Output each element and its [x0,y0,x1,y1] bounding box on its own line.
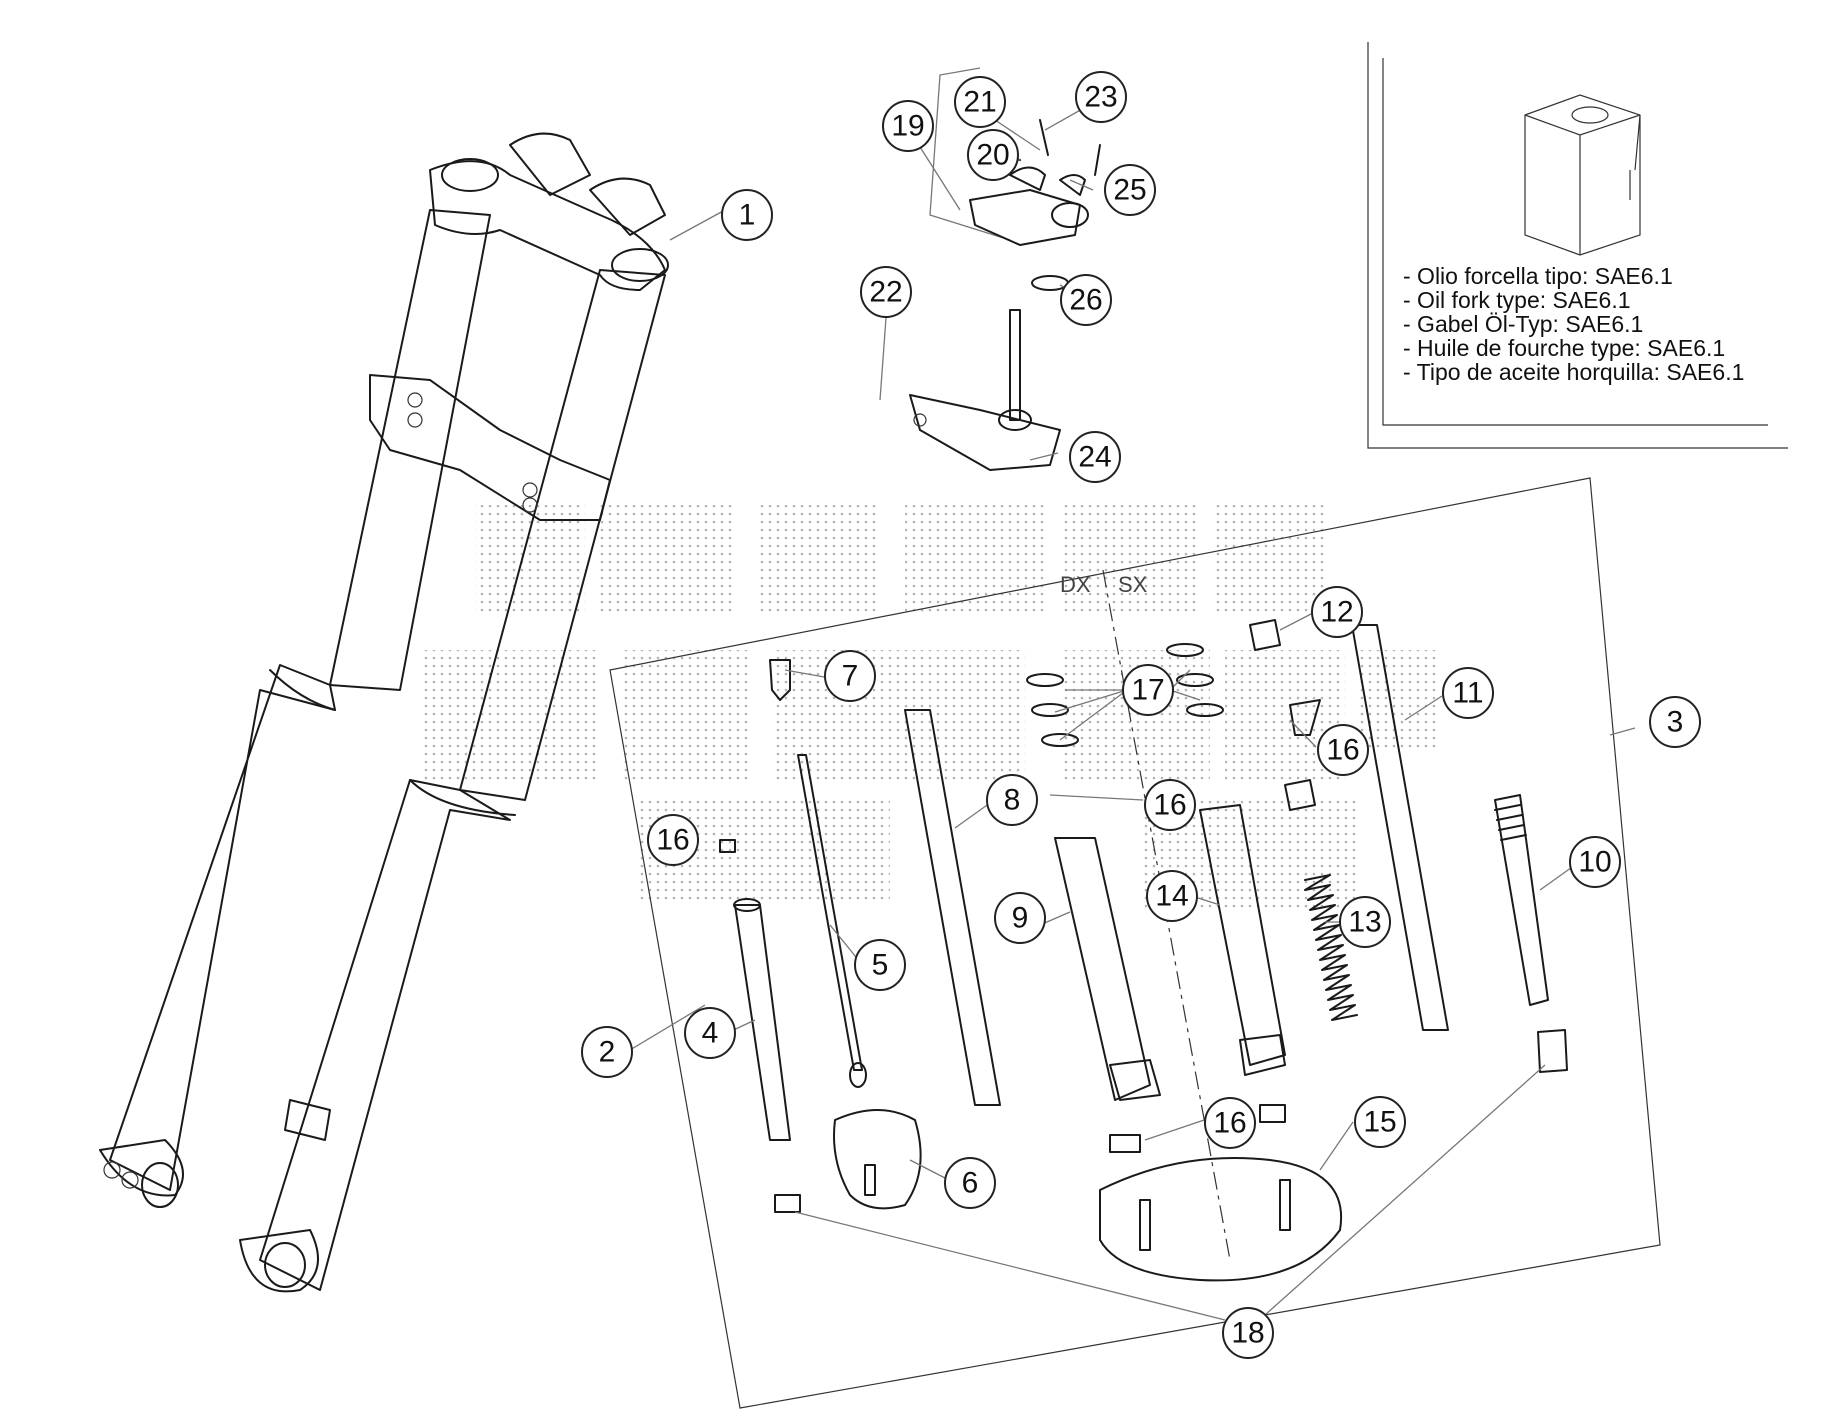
callout-21-label: 21 [963,86,996,119]
callout-3-label: 3 [1667,706,1684,739]
callout-26: 26 [1060,274,1112,326]
callout-20-label: 20 [976,139,1009,172]
callout-10-label: 10 [1578,846,1611,879]
callout-16-b-label: 16 [1153,789,1186,822]
callout-16-c-label: 16 [656,824,689,857]
callout-11: 11 [1442,667,1494,719]
callout-16-a: 16 [1317,724,1369,776]
side-label-dx: DX [1060,572,1091,597]
callout-14-label: 14 [1155,880,1188,913]
callout-7-label: 7 [842,660,859,693]
part-11-tube [1351,624,1449,1031]
callout-17: 17 [1122,664,1174,716]
part-7-cap [769,659,791,701]
callout-8-label: 8 [1004,784,1021,817]
callout-25-label: 25 [1113,174,1146,207]
callout-26-label: 26 [1069,284,1102,317]
callout-4-label: 4 [702,1017,719,1050]
callout-23-label: 23 [1084,81,1117,114]
callout-16-d-label: 16 [1213,1107,1246,1140]
side-label-sx: SX [1118,572,1148,597]
callout-12-label: 12 [1320,596,1353,629]
callout-24: 24 [1069,431,1121,483]
callout-2: 2 [581,1026,633,1078]
callout-7: 7 [824,650,876,702]
callout-16-d: 16 [1204,1097,1256,1149]
oil-note-line-1: - Olio forcella tipo: SAE6.1 [1403,263,1673,289]
part-4-tube [734,904,791,1141]
callout-1: 1 [721,189,773,241]
callout-20: 20 [967,129,1019,181]
callout-16-c: 16 [647,814,699,866]
callout-11-label: 11 [1452,677,1483,710]
part-8-tube [904,709,1001,1106]
watermark-dots [420,505,1440,910]
part-5-rod [797,754,863,1071]
oil-note-line-3: - Gabel Öl-Typ: SAE6.1 [1403,311,1643,337]
part-9-slider [1054,837,1151,1101]
right-slider [259,779,511,1291]
oil-note-box [1367,42,1788,449]
callout-18: 18 [1222,1307,1274,1359]
callout-14: 14 [1146,870,1198,922]
callout-15-label: 15 [1363,1106,1396,1139]
callout-23: 23 [1075,71,1127,123]
callout-19: 19 [882,100,934,152]
callout-4: 4 [684,1007,736,1059]
oil-note-line-4: - Huile de fourche type: SAE6.1 [1403,335,1725,361]
callout-16-a-label: 16 [1326,734,1359,767]
oil-bottle-icon [1524,94,1641,256]
callout-22-label: 22 [869,276,902,309]
callout-3: 3 [1649,696,1701,748]
callout-8: 8 [986,774,1038,826]
callout-1-label: 1 [739,199,756,232]
callout-12: 12 [1311,586,1363,638]
right-stanchion [459,269,666,801]
steering-stem-group [909,67,1101,471]
callout-15: 15 [1354,1096,1406,1148]
oil-note-line-5: - Tipo de aceite horquilla: SAE6.1 [1403,359,1744,385]
callout-13: 13 [1339,896,1391,948]
callout-2-label: 2 [599,1036,616,1069]
part-15-kit [1099,1157,1343,1282]
part-14-slider [1199,804,1286,1066]
callout-13-label: 13 [1348,906,1381,939]
fork-assembly [99,132,669,1293]
callout-5-label: 5 [872,949,889,982]
callout-18-label: 18 [1231,1317,1264,1350]
callout-6: 6 [944,1157,996,1209]
upper-triple-clamp [429,160,666,291]
callout-25: 25 [1104,164,1156,216]
lower-triple-clamp [369,374,611,521]
left-slider [109,664,336,1191]
callout-19-label: 19 [891,110,924,143]
exploded-parts [719,619,1568,1282]
part-12-nut [1249,619,1281,651]
callout-6-label: 6 [962,1167,979,1200]
leader-lines [629,107,1636,1321]
part-6-kit [833,1109,922,1210]
left-stanchion [329,209,491,691]
callout-5: 5 [854,939,906,991]
part-10-cartridge [1494,794,1549,1006]
callout-24-label: 24 [1078,441,1111,474]
callout-10: 10 [1569,836,1621,888]
part-13-spring [1304,874,1358,1021]
callout-21: 21 [954,76,1006,128]
callout-9-label: 9 [1012,902,1029,935]
oil-note-line-2: - Oil fork type: SAE6.1 [1403,287,1631,313]
callout-17-label: 17 [1131,674,1164,707]
callout-16-b: 16 [1144,779,1196,831]
callout-22: 22 [860,266,912,318]
callout-9: 9 [994,892,1046,944]
